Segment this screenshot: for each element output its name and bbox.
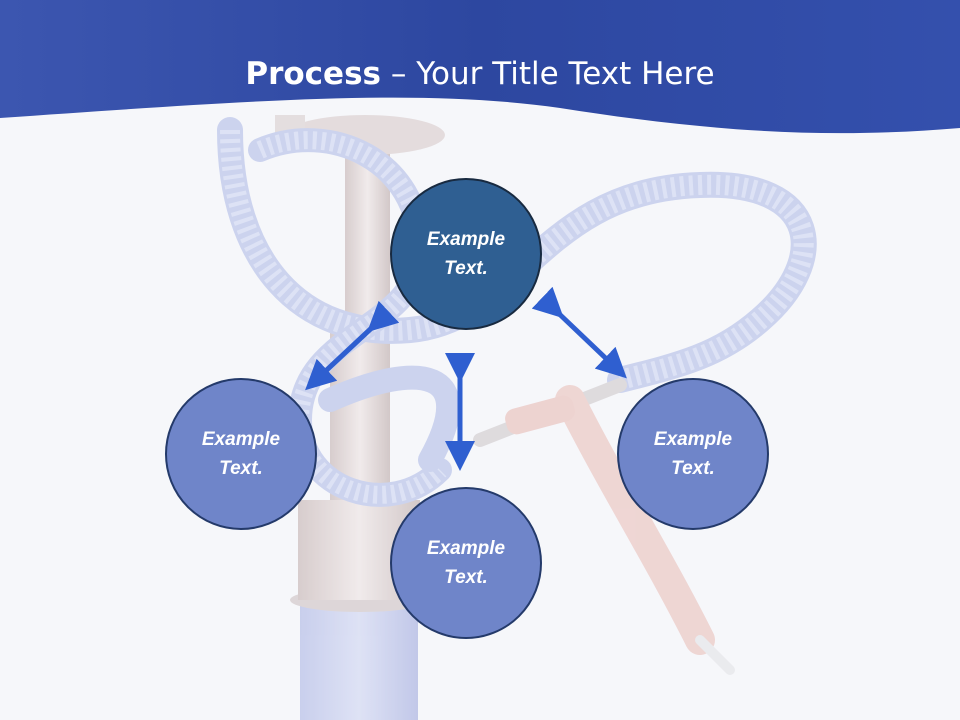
right-node-line2: Text. [671,458,715,479]
slide-title: Process – Your Title Text Here [0,52,960,96]
center-process-node: Example Text. [390,178,542,330]
title-rest-part: – Your Title Text Here [381,56,715,92]
bottom-process-node: Example Text. [390,487,542,639]
right-process-node: Example Text. [617,378,769,530]
left-node-line1: Example [201,429,281,450]
left-process-node: Example Text. [165,378,317,530]
center-node-line2: Text. [444,258,488,279]
bottom-node-line1: Example [426,538,506,559]
arrow-center-right [531,286,627,379]
left-node-line2: Text. [219,458,263,479]
title-bold-part: Process [245,56,381,92]
center-node-line1: Example [426,229,506,250]
bottom-node-line2: Text. [444,567,488,588]
arrow-center-left [305,300,400,391]
right-node-line1: Example [653,429,733,450]
